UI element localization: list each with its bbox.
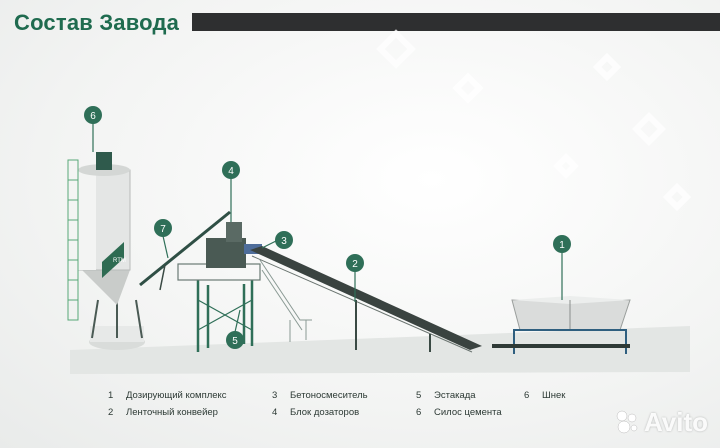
marker-3-label: 3 xyxy=(281,236,287,247)
marker-2-label: 2 xyxy=(352,259,358,270)
marker-1-label: 1 xyxy=(559,240,565,251)
silo-logo: RTM xyxy=(113,258,126,264)
marker-4 xyxy=(222,161,240,179)
dosing-unit xyxy=(226,222,242,242)
marker-5-label: 5 xyxy=(232,336,238,347)
legend-item: 1 Дозирующий комплекс xyxy=(108,390,227,401)
batching-complex xyxy=(492,296,631,354)
legend-label: Ленточный конвейер xyxy=(126,407,218,418)
legend-item: 4 Блок дозаторов xyxy=(272,407,359,418)
marker-1 xyxy=(553,235,571,253)
page-title: Состав Завода xyxy=(14,10,180,35)
legend-num: 6 xyxy=(524,390,530,401)
legend-item: 6 Шнек xyxy=(524,390,565,401)
marker-3 xyxy=(275,231,293,249)
belt-conveyor xyxy=(250,246,482,353)
legend-item: 6 Силос цемента xyxy=(416,407,502,418)
legend-label: Дозирующий комплекс xyxy=(126,390,227,401)
legend-label: Бетоносмеситель xyxy=(290,390,368,401)
title-bar xyxy=(192,13,720,31)
legend-num: 5 xyxy=(416,390,422,401)
legend-item: 2 Ленточный конвейер xyxy=(108,407,218,418)
marker-7 xyxy=(154,219,172,237)
legend-num: 3 xyxy=(272,390,278,401)
mixer-platform xyxy=(196,280,254,352)
legend-num: 2 xyxy=(108,407,114,418)
avito-logo-icon xyxy=(616,410,638,434)
legend-item: 3 Бетоносмеситель xyxy=(272,390,368,401)
legend-num: 6 xyxy=(416,407,422,418)
legend-label: Силос цемента xyxy=(434,407,502,418)
ground-plane xyxy=(70,326,690,374)
legend-num: 1 xyxy=(108,390,114,401)
screw-conveyor xyxy=(139,210,231,291)
marker-2 xyxy=(346,254,364,272)
legend-label: Шнек xyxy=(542,390,566,401)
legend-item: 5 Эстакада xyxy=(416,390,476,401)
marker-6-label: 6 xyxy=(90,111,96,122)
overpass-stairs xyxy=(259,259,312,342)
concrete-mixer xyxy=(206,238,246,268)
legend: 1 Дозирующий комплекс 2 Ленточный конвейер… xyxy=(108,390,628,430)
marker-7-label: 7 xyxy=(160,224,166,235)
marker-leaders xyxy=(92,123,563,333)
marker-5 xyxy=(226,331,244,349)
decorative-diamonds xyxy=(376,29,692,212)
marker-6 xyxy=(84,106,102,124)
legend-label: Блок дозаторов xyxy=(290,407,360,418)
legend-label: Эстакада xyxy=(434,390,476,401)
marker-4-label: 4 xyxy=(228,166,234,177)
cement-silo xyxy=(67,152,145,350)
avito-watermark: Avito xyxy=(643,407,708,437)
legend-num: 4 xyxy=(272,407,278,418)
